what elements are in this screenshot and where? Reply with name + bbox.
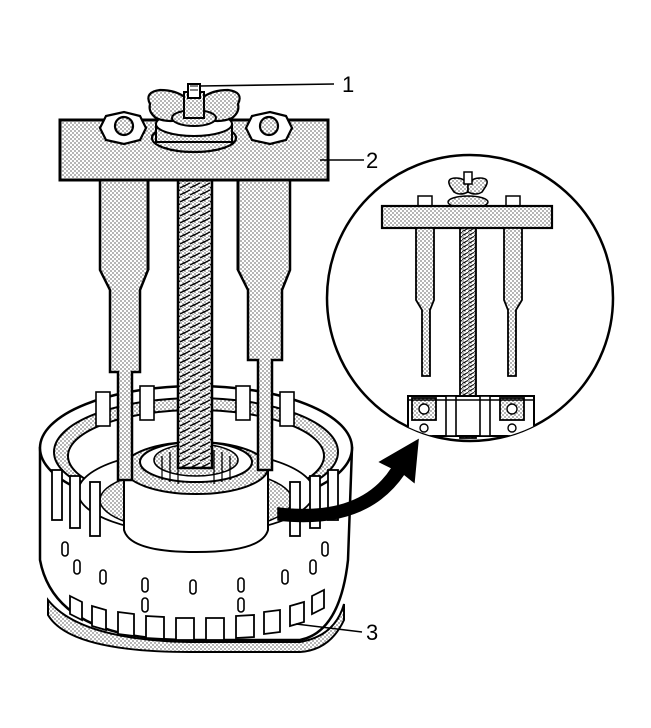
tool-leg-left	[98, 178, 150, 482]
callout-label-1: 1	[342, 72, 354, 97]
forcing-screw	[176, 148, 214, 470]
callout-leaders	[199, 83, 364, 633]
curved-arrow-icon	[277, 438, 419, 523]
callout-label-2: 2	[366, 148, 378, 173]
callout-label-3: 3	[366, 620, 378, 645]
tool-leg-right	[236, 178, 292, 472]
detail-view	[325, 153, 615, 443]
wing-nut	[147, 83, 241, 127]
